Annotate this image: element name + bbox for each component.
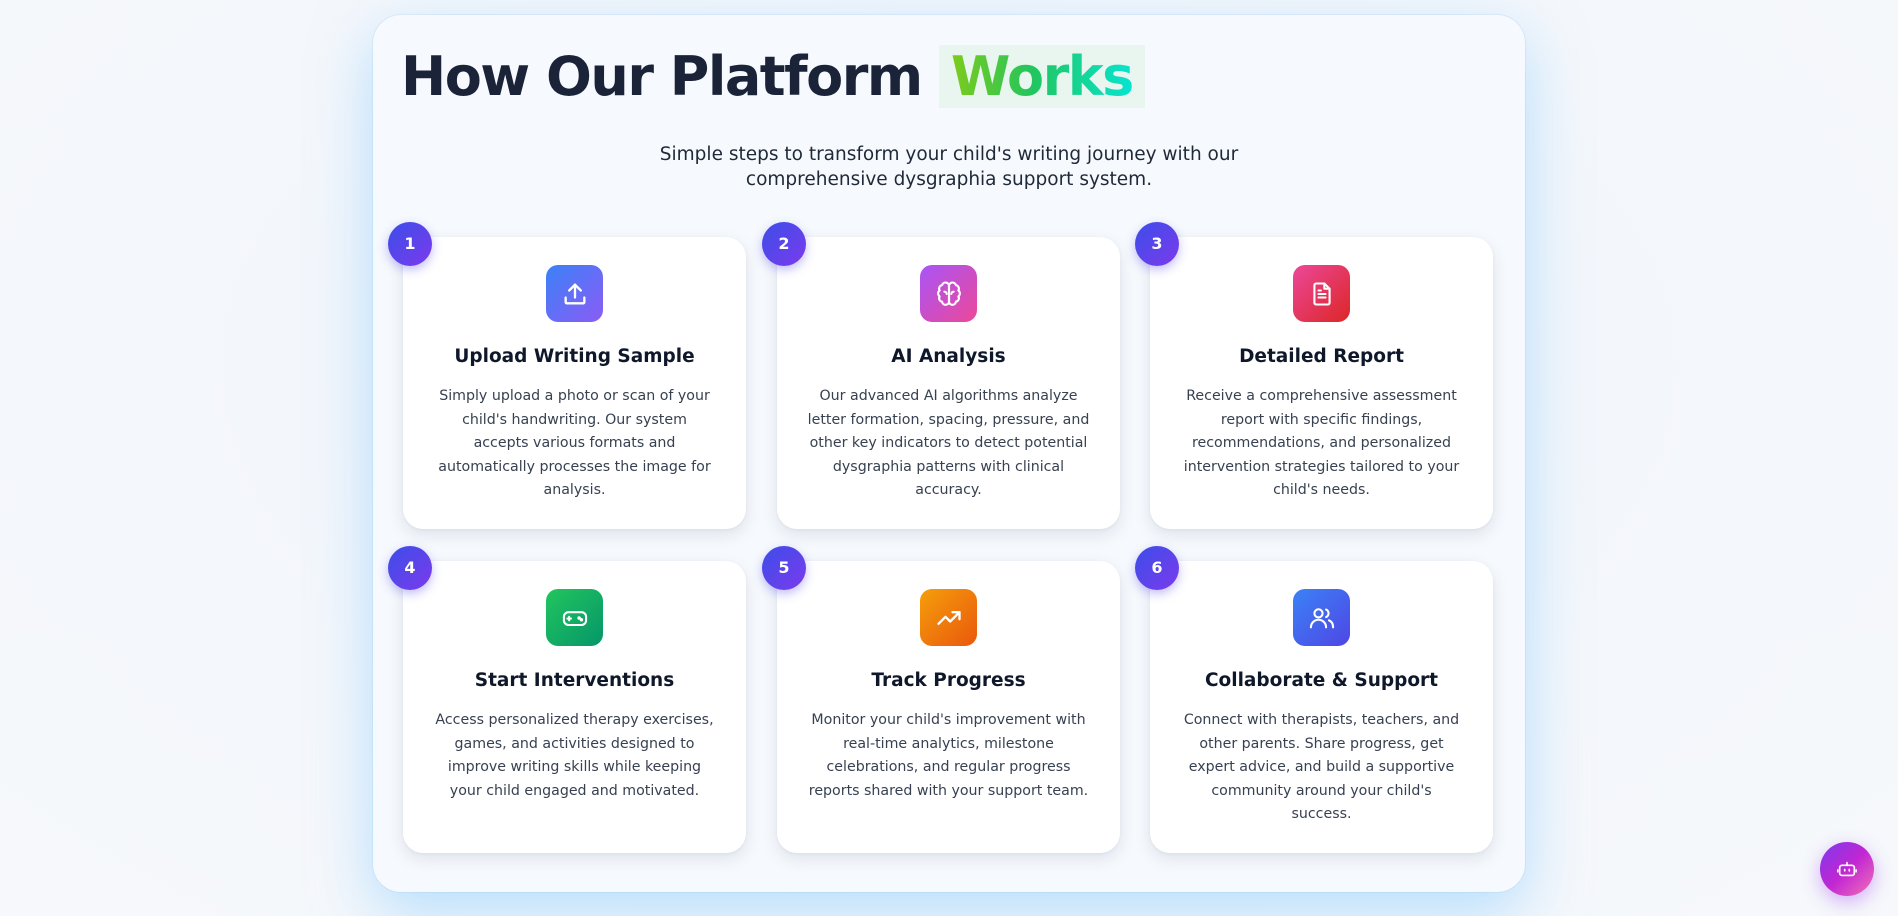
step-description: Simply upload a photo or scan of your ch… [438,388,711,498]
how-it-works-panel: How Our Platform Works Simple steps to t… [373,15,1525,892]
step-card-track-progress: 5 Track Progress Monitor your child's im… [762,546,1120,853]
step-description: Receive a comprehensive assessment repor… [1183,388,1460,498]
page-title: How Our Platform Works [401,45,1145,108]
title-highlight-box: Works [938,45,1145,108]
brain-icon [920,265,977,322]
step-title: Detailed Report [1239,346,1404,367]
step-number-badge: 2 [762,222,806,266]
step-number-badge: 1 [388,222,432,266]
trending-up-icon [920,589,977,646]
step-number-badge: 4 [388,546,432,590]
step-card-upload: 1 Upload Writing Sample Simply upload a … [388,222,746,529]
bot-icon [1836,858,1858,880]
step-description: Monitor your child's improvement with re… [808,712,1089,799]
page-subtitle: Simple steps to transform your child's w… [373,142,1525,192]
step-title: AI Analysis [891,346,1006,367]
users-icon [1293,589,1350,646]
step-title: Start Interventions [474,670,675,691]
step-number-badge: 6 [1135,546,1179,590]
step-card-ai-analysis: 2 AI Analysis Our advanced AI algorithms… [762,222,1120,529]
step-description: Connect with therapists, teachers, and o… [1183,712,1460,822]
document-icon [1293,265,1350,322]
step-card-start-interventions: 4 Start Interventions Access personalize… [388,546,746,853]
step-number-badge: 3 [1135,222,1179,266]
gamepad-icon [546,589,603,646]
step-description: Our advanced AI algorithms analyze lette… [807,388,1090,498]
title-main-text: How Our Platform [401,45,923,108]
step-card-detailed-report: 3 Detailed Report Receive a comprehensiv… [1135,222,1493,529]
chat-assistant-button[interactable] [1820,842,1874,896]
title-highlight-text: Works [945,45,1139,108]
subtitle-line-1: Simple steps to transform your child's w… [659,144,1239,165]
step-description: Access personalized therapy exercises, g… [435,712,714,799]
step-number-badge: 5 [762,546,806,590]
step-card-collaborate-support: 6 Collaborate & Support Connect with the… [1135,546,1493,853]
step-title: Collaborate & Support [1204,670,1439,691]
step-title: Upload Writing Sample [454,346,695,367]
step-title: Track Progress [871,670,1026,691]
subtitle-line-2: comprehensive dysgraphia support system. [745,169,1153,190]
upload-icon [546,265,603,322]
